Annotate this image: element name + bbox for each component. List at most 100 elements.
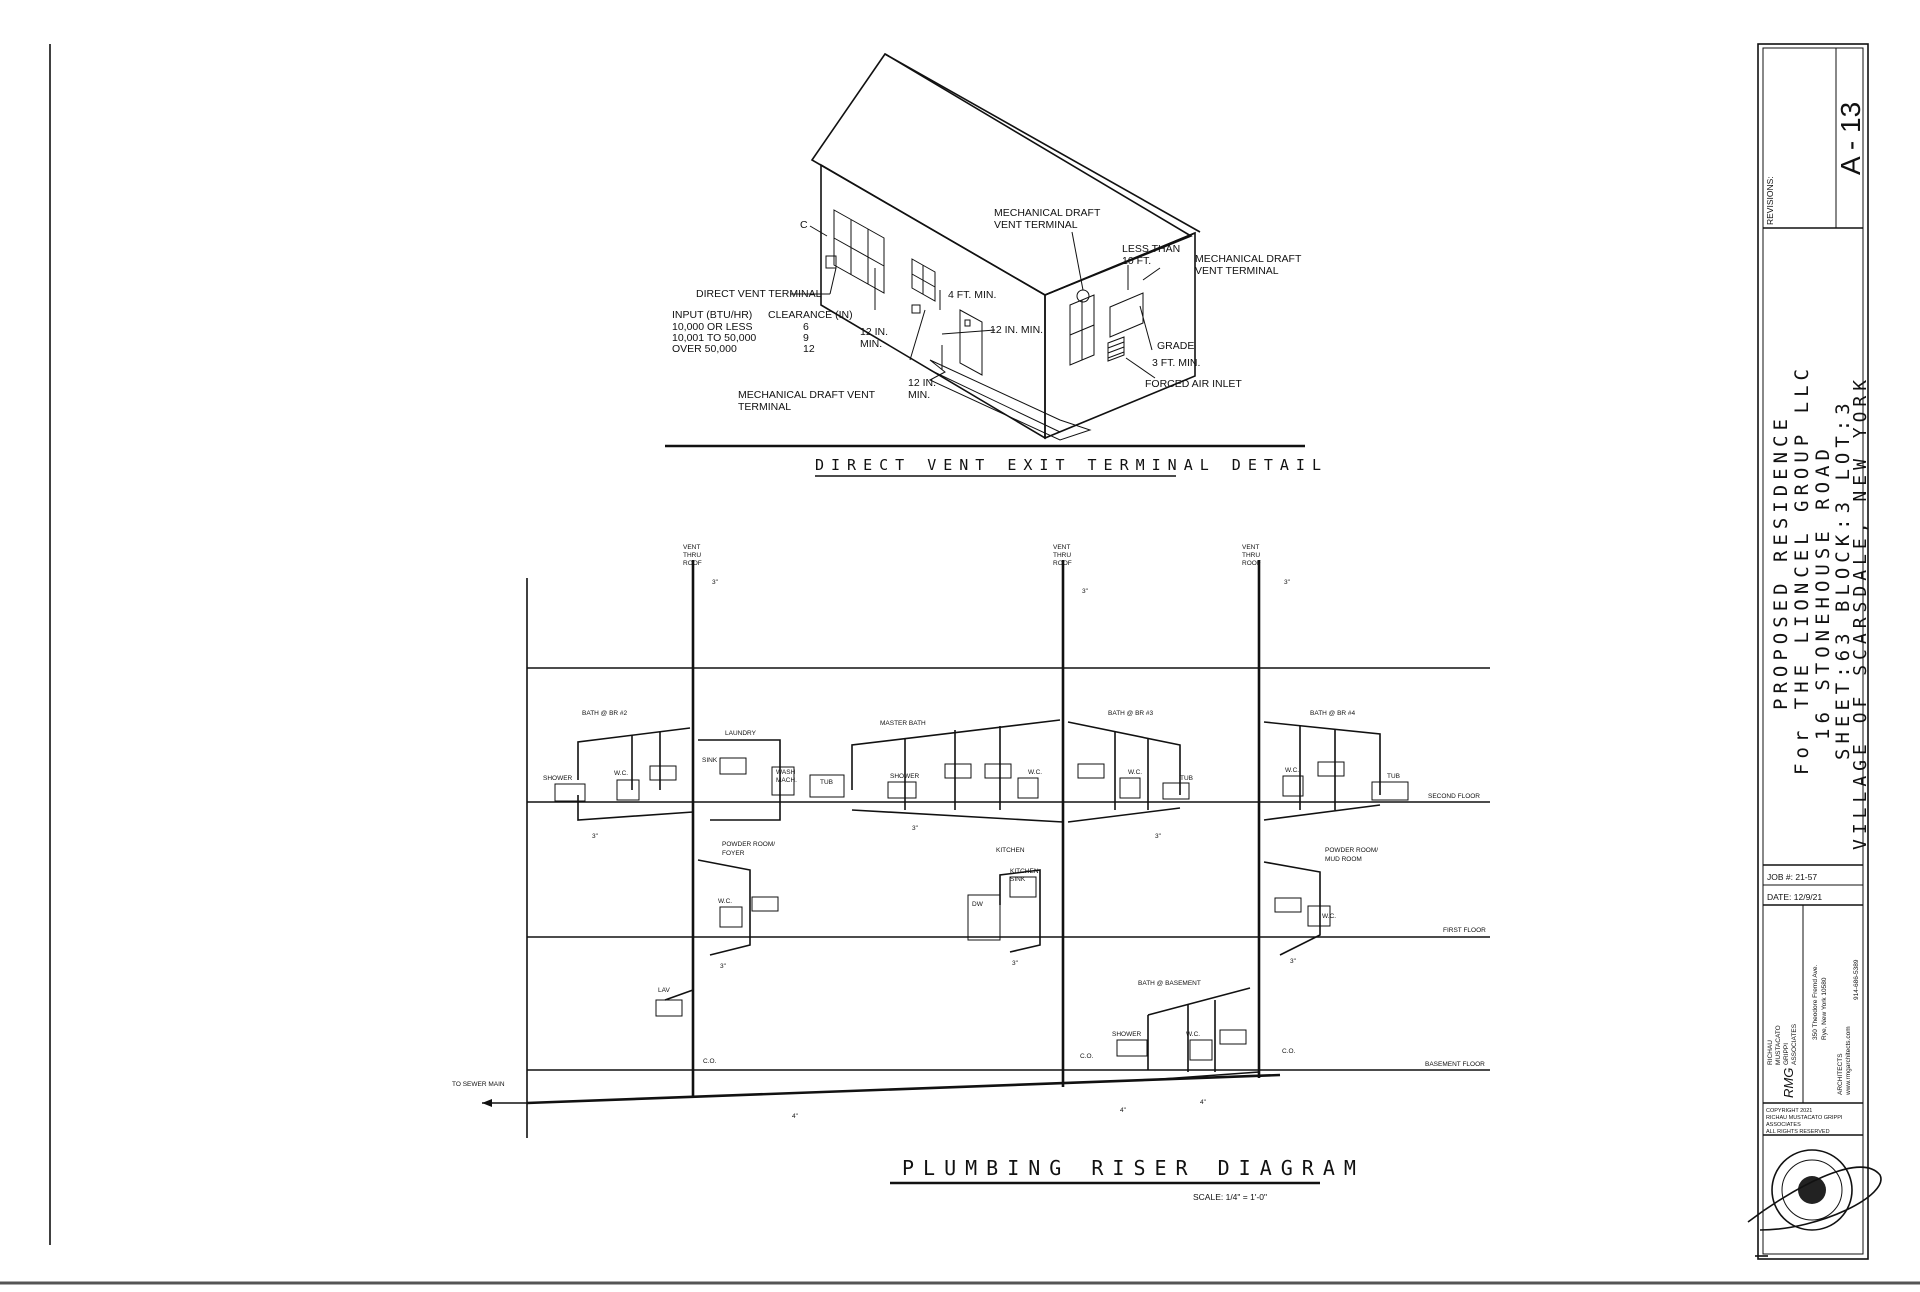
fixture-wc: W.C.: [1028, 769, 1042, 776]
sink-symbol: [719, 757, 747, 775]
tb-firm-line: GRIPPI: [1783, 1043, 1790, 1065]
tb-copyright-line: ALL RIGHTS RESERVED: [1766, 1129, 1830, 1135]
fixture-lav: LAV: [658, 987, 670, 994]
pipe-size: 3": [592, 833, 599, 840]
wc-symbol: [616, 779, 640, 801]
wc-symbol: [1282, 775, 1304, 797]
label-mech-draft-2b: VENT TERMINAL: [1195, 265, 1279, 277]
label-4ft-min: 4 FT. MIN.: [948, 289, 996, 301]
stack-size-label: 3": [1284, 579, 1291, 586]
label-mech-draft-1b: VENT TERMINAL: [994, 219, 1078, 231]
fixture-kitchen-sink: KITCHEN: [1010, 868, 1039, 875]
label-12in-min: 12 IN. MIN.: [990, 324, 1043, 336]
lav-symbol: [944, 763, 972, 779]
fixture-sink: SINK: [702, 757, 718, 764]
label-less-than-b: 10 FT.: [1122, 255, 1151, 267]
label-direct-vent-terminal: DIRECT VENT TERMINAL: [696, 288, 822, 300]
lav-symbol: [1219, 1029, 1247, 1045]
lav-symbol: [1274, 897, 1302, 913]
pipe-size: 3": [1290, 958, 1297, 965]
tb-firm-line: RICHAU: [1767, 1040, 1774, 1065]
stack-label-1: VENT THRU ROOF 3": [683, 544, 719, 586]
pipe-size: 3": [720, 963, 727, 970]
vent-detail-title: DIRECT VENT EXIT TERMINAL DETAIL: [815, 456, 1328, 474]
tb-copyright-line: COPYRIGHT 2021: [1766, 1108, 1812, 1114]
tb-sheet-number: A - 13: [1835, 102, 1866, 175]
tub-symbol: [1162, 782, 1190, 800]
fixture-wash: WASH: [776, 769, 796, 776]
riser-scale: SCALE: 1/4" = 1'-0": [1193, 1192, 1267, 1202]
room-laundry: LAUNDRY: [725, 730, 757, 737]
fixture-symbols: [554, 757, 1409, 1061]
stack-label-line: THRU: [683, 552, 701, 559]
stack-size-label: 3": [1082, 588, 1089, 595]
lav-symbol: [1077, 763, 1105, 779]
lav-symbol: [649, 765, 677, 781]
to-sewer-main: TO SEWER MAIN: [452, 1081, 505, 1088]
wc-symbol: [1017, 777, 1039, 799]
fixture-tub: TUB: [1180, 775, 1193, 782]
label-mech-draft-3a: MECHANICAL DRAFT VENT: [738, 389, 876, 401]
tb-firm-line: MUSTACATO: [1775, 1025, 1782, 1065]
fixture-wc: W.C.: [718, 898, 732, 905]
tb-address-2: Rye, New York 10580: [1821, 977, 1828, 1040]
house-isometric: [810, 52, 1201, 441]
room-kitchen: KITCHEN: [996, 847, 1025, 854]
pipe-size: 4": [1120, 1107, 1127, 1114]
table-row-input: 10,001 TO 50,000: [672, 332, 756, 344]
signature: [1747, 1166, 1882, 1231]
tub-symbol: [1371, 781, 1409, 801]
tb-project-line: For THE LIONCEL GROUP LLC: [1791, 364, 1813, 775]
tb-copyright: COPYRIGHT 2021 RICHAU MUSTACATO GRIPPI A…: [1766, 1108, 1843, 1135]
room-powder-foyer: POWDER ROOM/: [722, 841, 775, 848]
tb-project-line: 16 STONEHOUSE ROAD: [1812, 444, 1834, 740]
tb-project-line: PROPOSED RESIDENCE: [1770, 414, 1792, 710]
stack-label-line: THRU: [1053, 552, 1071, 559]
tb-project-info: PROPOSED RESIDENCE For THE LIONCEL GROUP…: [1770, 364, 1871, 850]
cleanout-co: C.O.: [703, 1058, 717, 1065]
label-12in-a: 12 IN.: [860, 326, 888, 338]
tb-web: www.rmgarchitects.com: [1845, 1026, 1852, 1096]
stack-size-label: 3": [712, 579, 719, 586]
wc-symbol: [1189, 1039, 1213, 1061]
wash-mach-symbol: [771, 766, 795, 796]
stack-label-2: VENT THRU ROOF 3": [1053, 544, 1089, 595]
tb-firm-logo: RMG: [1781, 1068, 1796, 1098]
seal-emblem: [1798, 1176, 1826, 1204]
tb-job-number: JOB #: 21-57: [1767, 872, 1817, 882]
table-row-clear: 9: [803, 332, 809, 344]
lav-symbol: [655, 999, 683, 1017]
fixture-kitchen-sink: SINK: [1010, 876, 1026, 883]
pipe-size: 3": [1012, 960, 1019, 967]
cleanout-co: C.O.: [1080, 1053, 1094, 1060]
label-12in2-b: MIN.: [908, 389, 930, 401]
lav-symbol: [1317, 761, 1345, 777]
fixture-wc: W.C.: [1128, 769, 1142, 776]
seal-inner: [1781, 1159, 1843, 1221]
label-3ft-min: 3 FT. MIN.: [1152, 357, 1200, 369]
fixture-dw: DW: [972, 901, 984, 908]
fixture-wc: W.C.: [1322, 913, 1336, 920]
room-powder-mud: MUD ROOM: [1325, 856, 1362, 863]
label-c: C: [800, 219, 808, 231]
label-forced-air-inlet: FORCED AIR INLET: [1145, 378, 1242, 390]
stack-label-line: ROOF: [1053, 560, 1072, 567]
fixture-tub: TUB: [1387, 773, 1400, 780]
wc-symbol: [1307, 905, 1331, 927]
kitchen-sink-symbol: [1009, 876, 1037, 898]
label-mech-draft-2a: MECHANICAL DRAFT: [1195, 253, 1302, 265]
fixture-wc: W.C.: [1186, 1031, 1200, 1038]
table-row-input: OVER 50,000: [672, 343, 737, 355]
room-bath-2: BATH @ BR #2: [582, 710, 628, 717]
cleanout-co: C.O.: [1282, 1048, 1296, 1055]
table-head-clearance: CLEARANCE (IN): [768, 309, 853, 321]
tub-symbol: [809, 774, 845, 798]
tb-firm: RICHAU MUSTACATO GRIPPI ASSOCIATES RMG 3…: [1767, 959, 1860, 1098]
vent-exit-detail: C DIRECT VENT TERMINAL MECHANICAL DRAFT …: [665, 52, 1328, 477]
title-block-frame: [1757, 43, 1869, 1260]
wc-symbol: [719, 906, 743, 928]
pipe-size: 4": [792, 1113, 799, 1120]
shower-symbol: [554, 783, 586, 802]
stack-label-line: VENT: [683, 544, 700, 551]
wc-symbol: [1119, 777, 1141, 799]
